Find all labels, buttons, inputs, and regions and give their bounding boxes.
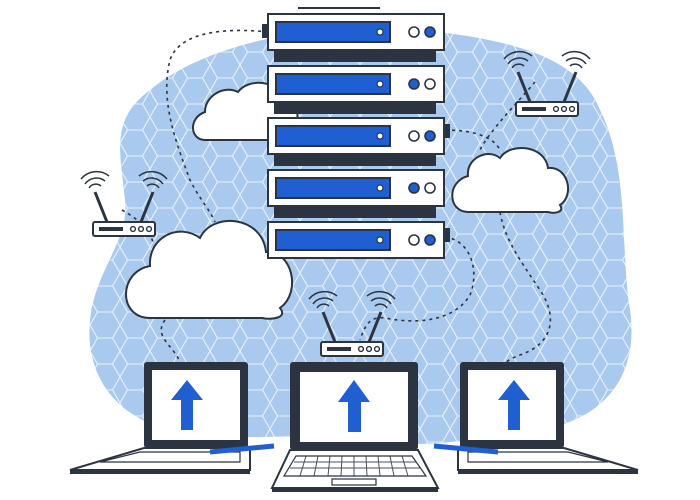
connection-lines — [121, 29, 552, 379]
status-led-icon — [408, 182, 420, 194]
server-drive-bay — [275, 73, 391, 95]
upload-arrow-icon — [498, 380, 530, 430]
cloud-right — [451, 147, 569, 214]
server-drive-bay — [275, 177, 391, 199]
server-unit — [267, 221, 445, 259]
server-drive-bay — [275, 229, 391, 251]
status-led-icon — [424, 234, 436, 246]
status-led-icon — [424, 182, 436, 194]
server-drive-bay — [275, 125, 391, 147]
laptop-center — [270, 362, 440, 492]
status-led-icon — [408, 78, 420, 90]
router-center — [308, 290, 396, 357]
router-top-right — [503, 50, 591, 117]
wifi-signal-icon — [80, 170, 168, 189]
server-unit — [267, 117, 445, 155]
server-unit — [267, 13, 445, 51]
cloud-bottom-left — [125, 219, 294, 320]
wifi-signal-icon — [308, 290, 396, 309]
laptop-left — [69, 362, 275, 474]
upload-arrow-icon — [171, 380, 203, 430]
router-left — [80, 170, 168, 237]
upload-arrow-icon — [338, 380, 370, 432]
server-rack — [262, 7, 450, 259]
server-drive-bay — [275, 21, 391, 43]
status-led-icon — [408, 26, 420, 38]
status-led-icon — [408, 130, 420, 142]
wifi-signal-icon — [503, 50, 591, 69]
server-unit — [267, 169, 445, 207]
status-led-icon — [424, 78, 436, 90]
status-led-icon — [424, 130, 436, 142]
status-led-icon — [424, 26, 436, 38]
server-unit — [267, 65, 445, 103]
laptop-right — [433, 362, 639, 474]
status-led-icon — [408, 234, 420, 246]
